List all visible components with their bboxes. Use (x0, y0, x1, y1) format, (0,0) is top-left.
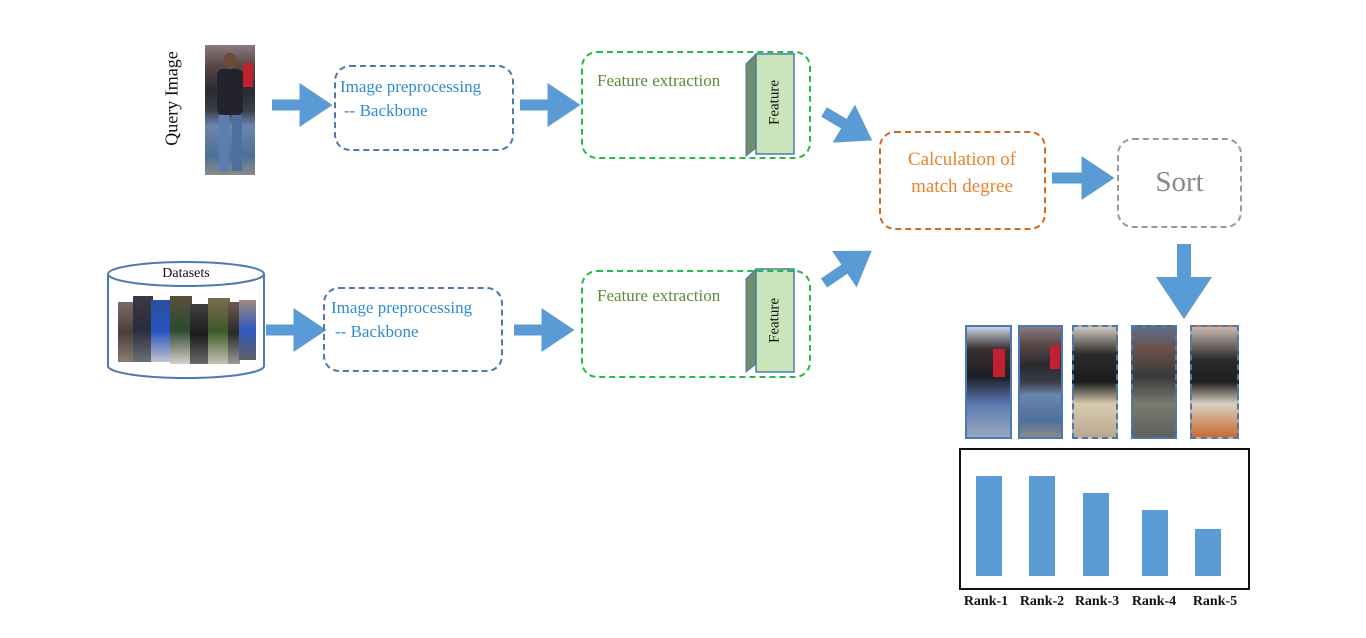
sort-box: Sort (1117, 138, 1242, 228)
query-person-image (205, 45, 255, 175)
rank-bar-1 (976, 476, 1002, 576)
extraction-bottom-label: Feature extraction (597, 286, 721, 305)
rank-1-image (965, 325, 1012, 439)
rank-label-3: Rank-3 (1074, 594, 1120, 609)
rank-bar-2 (1029, 476, 1055, 576)
datasets-images (118, 294, 256, 366)
rank-5-image (1190, 325, 1239, 439)
extraction-top-label: Feature extraction (597, 71, 721, 90)
rank-label-4: Rank-4 (1131, 594, 1177, 609)
rank-bar-4 (1142, 510, 1168, 576)
preprocessing-bottom-line1: Image preprocessing (331, 298, 473, 317)
rank-2-image (1018, 325, 1063, 439)
rank-4-image (1131, 325, 1177, 439)
rank-label-1: Rank-1 (963, 594, 1009, 609)
preprocessing-top-line2: -- Backbone (344, 101, 428, 120)
query-image-label: Query Image (161, 51, 182, 146)
rank-bar-5 (1195, 529, 1221, 576)
match-degree-box: Calculation of match degree (879, 131, 1046, 230)
rank-label-5: Rank-5 (1192, 594, 1238, 609)
match-degree-line2: match degree (911, 176, 1013, 197)
rank-chart-bars (976, 476, 1221, 576)
preprocessing-top-line1: Image preprocessing (340, 77, 482, 96)
arrow-extraction-top-to-match (821, 104, 873, 143)
match-degree-line1: Calculation of (907, 149, 1017, 170)
sort-label: Sort (1155, 166, 1204, 198)
feature-label-top: Feature (766, 80, 783, 125)
preprocessing-bottom-line2: -- Backbone (335, 322, 419, 341)
rank-bar-3 (1083, 493, 1109, 576)
feature-prism-top (744, 52, 796, 158)
arrow-extraction-bottom-to-match (820, 250, 872, 288)
rank-3-image (1072, 325, 1118, 439)
extraction-box-bottom: Feature extraction (581, 270, 811, 378)
feature-label-bottom: Feature (766, 298, 783, 343)
feature-prism-bottom (744, 267, 796, 374)
preprocessing-box-bottom: Image preprocessing -- Backbone (323, 287, 503, 372)
preprocessing-box-top: Image preprocessing -- Backbone (334, 65, 514, 151)
extraction-box-top: Feature extraction (581, 51, 811, 159)
datasets-label: Datasets (162, 266, 210, 281)
rank-label-2: Rank-2 (1019, 594, 1065, 609)
